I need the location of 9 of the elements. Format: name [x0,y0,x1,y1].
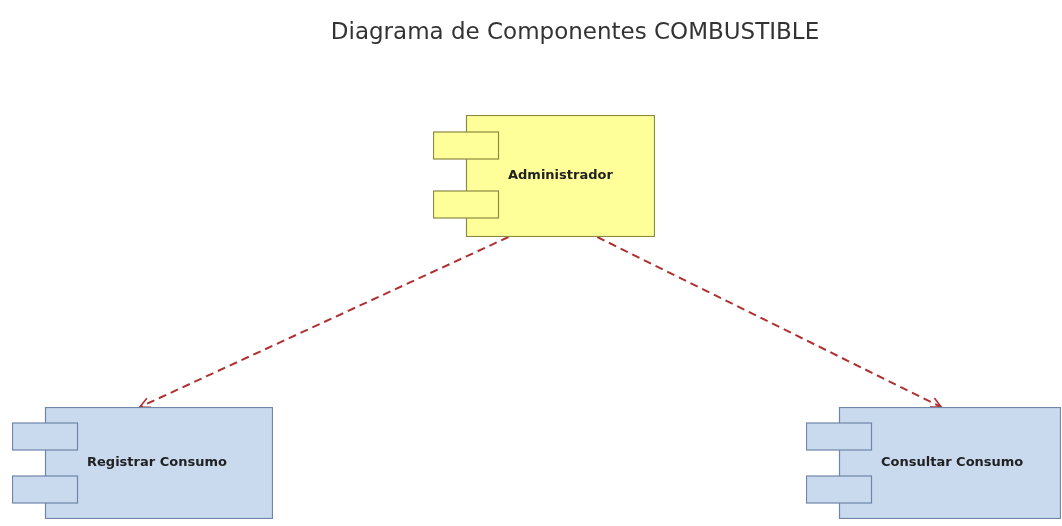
component-name: Administrador [508,167,613,182]
component-box [433,115,655,237]
dependency-arrow [138,236,510,409]
dependency-arrow [596,236,943,408]
component-box [12,407,273,519]
component-name: Consultar Consumo [881,454,1024,469]
diagram-title: Diagrama de Componentes COMBUSTIBLE [329,18,821,44]
component-box [806,407,1061,519]
component-name: Registrar Consumo [87,454,227,469]
